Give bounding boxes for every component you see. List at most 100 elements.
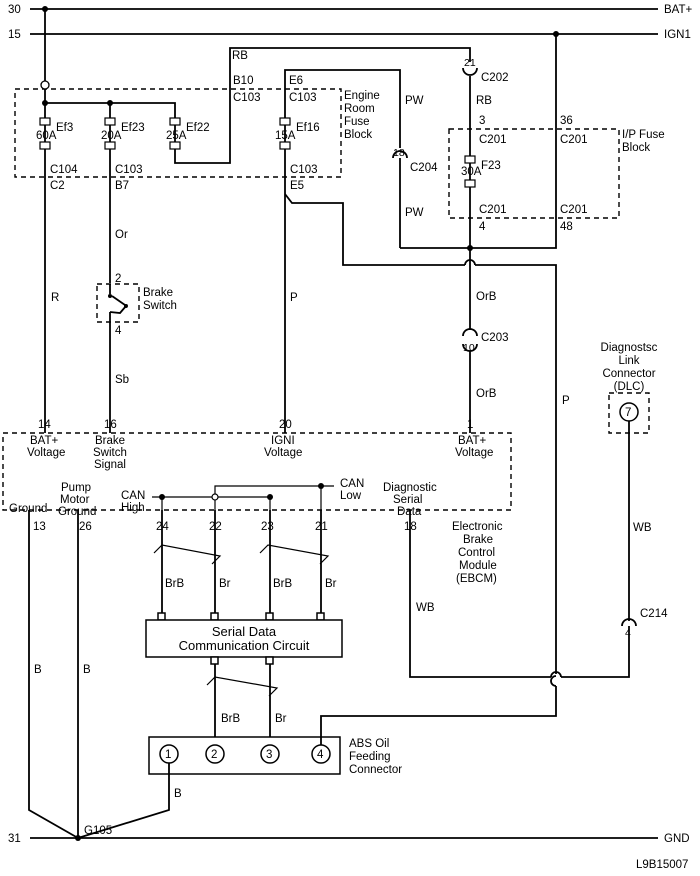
fuse-ef23: 20A Ef23 bbox=[101, 117, 145, 150]
svg-text:C204: C204 bbox=[410, 162, 438, 174]
rail-bat-label: BAT+ bbox=[664, 4, 693, 16]
svg-text:4: 4 bbox=[115, 325, 122, 337]
wire-label-wb-ebcm: WB bbox=[416, 602, 435, 614]
svg-text:High: High bbox=[121, 502, 145, 514]
ebcm-pin-23: 23 bbox=[261, 521, 274, 533]
svg-text:BrB: BrB bbox=[165, 578, 185, 590]
rail-bat-number: 30 bbox=[8, 4, 21, 16]
svg-text:Br: Br bbox=[275, 713, 287, 725]
brake-switch: 2 4 Brake Switch bbox=[96, 273, 177, 337]
svg-text:BrB: BrB bbox=[221, 713, 241, 725]
wire-label-sb: Sb bbox=[115, 374, 129, 386]
svg-text:ABS Oil: ABS Oil bbox=[349, 738, 389, 750]
svg-text:Switch: Switch bbox=[143, 300, 177, 312]
svg-text:BrB: BrB bbox=[273, 578, 293, 590]
svg-text:2: 2 bbox=[115, 273, 121, 285]
wire-label-rb-top: RB bbox=[232, 50, 248, 62]
fuse-ef22: 25A Ef22 bbox=[166, 117, 210, 150]
wire-label-rb-ip: RB bbox=[476, 95, 492, 107]
engine-room-fuse-block bbox=[14, 88, 342, 178]
svg-text:Motor: Motor bbox=[60, 494, 90, 506]
svg-text:48: 48 bbox=[560, 221, 573, 233]
connector-c204: 18 C204 bbox=[392, 147, 438, 248]
rail-bat: 30 BAT+ bbox=[8, 4, 693, 16]
serial-data-circuit: Serial Data Communication Circuit bbox=[145, 619, 343, 658]
svg-text:Link: Link bbox=[618, 355, 639, 367]
svg-text:Ef16: Ef16 bbox=[296, 122, 320, 134]
can-twisted-pairs: BrB Br BrB Br bbox=[153, 510, 337, 621]
svg-text:CAN: CAN bbox=[121, 490, 145, 502]
svg-text:Feeding: Feeding bbox=[349, 751, 391, 763]
svg-text:Low: Low bbox=[340, 490, 362, 502]
connector-c203: 10 C203 bbox=[462, 328, 509, 354]
wire-label-wb-dlc: WB bbox=[633, 522, 652, 534]
svg-text:(DLC): (DLC) bbox=[614, 381, 645, 393]
ip-fuse-block bbox=[448, 128, 620, 219]
svg-text:4: 4 bbox=[479, 221, 486, 233]
abs-oil-feeding-connector: 1 2 3 4 ABS Oil Feeding Connector bbox=[148, 736, 402, 776]
svg-text:3: 3 bbox=[479, 115, 485, 127]
svg-text:Room: Room bbox=[344, 103, 375, 115]
svg-text:C203: C203 bbox=[481, 332, 509, 344]
rail-ign1-number: 15 bbox=[8, 29, 21, 41]
ebcm-name: Electronic Brake Control Module (EBCM) bbox=[452, 521, 503, 585]
svg-text:BAT+: BAT+ bbox=[458, 435, 487, 447]
svg-text:Signal: Signal bbox=[94, 459, 126, 471]
rail-gnd: 31 GND bbox=[8, 833, 690, 845]
abs-twisted-pair: BrB Br bbox=[206, 656, 287, 745]
svg-text:Voltage: Voltage bbox=[264, 447, 302, 459]
svg-text:2: 2 bbox=[211, 749, 217, 761]
svg-text:C201: C201 bbox=[560, 204, 588, 216]
svg-text:B7: B7 bbox=[115, 180, 129, 192]
ebcm-pin-1: 1 BAT+ Voltage bbox=[455, 419, 493, 459]
svg-text:Ground: Ground bbox=[9, 503, 47, 515]
svg-text:C104: C104 bbox=[50, 164, 78, 176]
ebcm-can-low: CAN Low bbox=[340, 478, 364, 502]
rail-ign1: 15 IGN1 bbox=[8, 29, 691, 41]
svg-text:E5: E5 bbox=[290, 180, 304, 192]
svg-text:26: 26 bbox=[79, 521, 92, 533]
svg-text:I/P Fuse: I/P Fuse bbox=[622, 129, 665, 141]
ip-fuse-block-title: I/P Fuse Block bbox=[622, 129, 665, 154]
svg-text:30A: 30A bbox=[461, 166, 482, 178]
svg-text:Brake: Brake bbox=[143, 287, 173, 299]
rail-ign1-label: IGN1 bbox=[664, 29, 691, 41]
svg-text:B10: B10 bbox=[233, 75, 253, 87]
svg-text:20: 20 bbox=[279, 419, 292, 431]
svg-text:Voltage: Voltage bbox=[27, 447, 65, 459]
wire-label-b-b: B bbox=[83, 664, 91, 676]
svg-text:Br: Br bbox=[325, 578, 337, 590]
svg-text:18: 18 bbox=[393, 147, 405, 159]
svg-text:13: 13 bbox=[33, 521, 46, 533]
dlc-connector: 7 Diagnostsc Link Connector (DLC) bbox=[601, 342, 658, 434]
wire-label-p-left: P bbox=[290, 292, 298, 304]
svg-text:Brake: Brake bbox=[95, 435, 125, 447]
svg-text:F23: F23 bbox=[481, 160, 501, 172]
wire-label-orb-a: OrB bbox=[476, 291, 497, 303]
svg-text:Block: Block bbox=[622, 142, 650, 154]
svg-text:Switch: Switch bbox=[93, 447, 127, 459]
svg-text:IGNI: IGNI bbox=[271, 435, 295, 447]
svg-text:CAN: CAN bbox=[340, 478, 364, 490]
svg-text:Serial: Serial bbox=[393, 494, 422, 506]
svg-text:C103: C103 bbox=[233, 92, 261, 104]
svg-text:C103: C103 bbox=[115, 164, 143, 176]
svg-text:1: 1 bbox=[165, 749, 171, 761]
svg-text:C201: C201 bbox=[479, 134, 507, 146]
svg-text:E6: E6 bbox=[289, 75, 303, 87]
svg-text:4: 4 bbox=[625, 627, 631, 639]
rail-gnd-label: GND bbox=[664, 833, 690, 845]
rail-gnd-number: 31 bbox=[8, 833, 21, 845]
svg-text:Connector: Connector bbox=[602, 368, 655, 380]
svg-text:14: 14 bbox=[38, 419, 51, 431]
figure-id: L9B15007 bbox=[636, 859, 688, 871]
svg-text:Control: Control bbox=[458, 547, 495, 559]
svg-text:C201: C201 bbox=[560, 134, 588, 146]
svg-text:Ef23: Ef23 bbox=[121, 122, 145, 134]
svg-text:C202: C202 bbox=[481, 72, 509, 84]
svg-text:Br: Br bbox=[219, 578, 231, 590]
svg-text:Ef3: Ef3 bbox=[56, 122, 73, 134]
svg-text:Diagnostic: Diagnostic bbox=[383, 482, 437, 494]
ebcm-pin-14: 14 BAT+ Voltage bbox=[27, 419, 65, 459]
svg-text:Connector: Connector bbox=[349, 764, 402, 776]
